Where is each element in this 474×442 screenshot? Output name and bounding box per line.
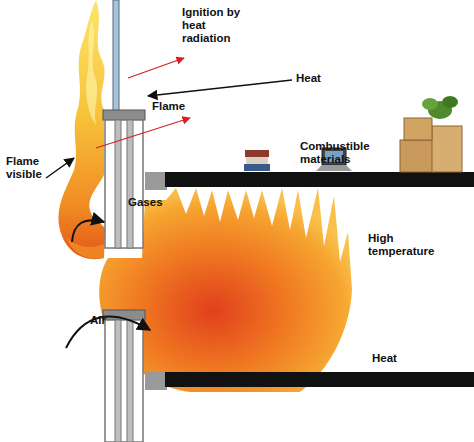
annotation-label: High temperature [368, 232, 448, 258]
upper-flame [59, 0, 105, 259]
annotation-label: Heat [296, 72, 336, 85]
annotation-label: Flame visible [6, 155, 52, 181]
annotation-label: Combustible materials [300, 140, 390, 166]
annotation-label: Air [90, 314, 120, 327]
lower-mullion [115, 320, 121, 442]
upper-mullion [127, 120, 133, 248]
upper-flame-core [86, 20, 97, 125]
radiation-arrow [128, 58, 184, 78]
books [244, 150, 270, 171]
annotation-label: Gases [128, 196, 176, 209]
upper-window-cap [103, 110, 145, 120]
air-arrow [66, 317, 150, 348]
lower-slab [165, 372, 474, 387]
flame-arrow [96, 118, 190, 148]
annotation-label: Heat [372, 352, 412, 365]
upper-glass [113, 0, 119, 112]
annotation-label: Ignition by heat radiation [182, 6, 252, 45]
upper-slab [165, 172, 474, 187]
upper-slab-edge [145, 172, 167, 190]
upper-mullion [115, 120, 121, 248]
lower-window-frame [105, 320, 143, 442]
lower-slab-edge [145, 372, 167, 390]
lower-mullion [127, 320, 133, 442]
plant [422, 96, 458, 119]
heat-arrow [148, 80, 292, 96]
flame-visible-arrow [46, 158, 74, 178]
gases-arrow [72, 220, 104, 242]
boxes [400, 118, 462, 172]
annotation-label: Flame [152, 100, 196, 113]
